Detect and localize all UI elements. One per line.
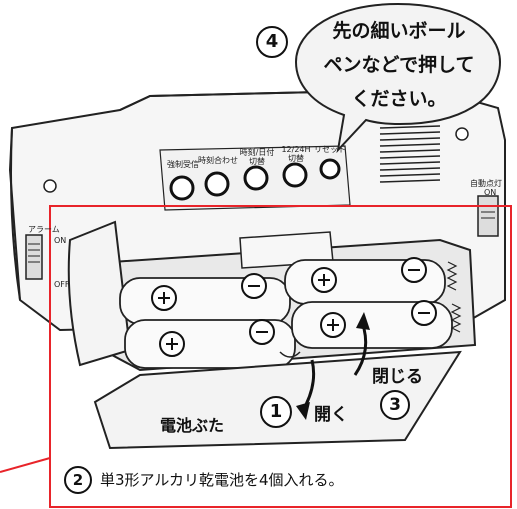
- step-3-marker: 3: [380, 390, 410, 420]
- plus-icon: [151, 267, 346, 357]
- auto-light-switch: [477, 195, 499, 237]
- callout-line-3: ください。: [351, 88, 447, 110]
- step-2-marker: 2: [64, 466, 92, 494]
- minus-icon: [241, 257, 437, 345]
- step-1-marker: 1: [260, 396, 292, 428]
- button-label-force-receive: 強制受信: [167, 160, 199, 169]
- callout-line-1: 先の細いボール: [332, 20, 466, 42]
- screw-hole-left: [43, 179, 57, 193]
- callout-text: 先の細いボール ペンなどで押して ください。: [306, 14, 492, 116]
- close-label: 閉じる: [372, 367, 423, 387]
- highlight-frame: [49, 205, 512, 508]
- button-label-time-set: 時刻合わせ: [198, 156, 238, 165]
- speaker-grille: [379, 125, 441, 183]
- alarm-on-label: ON: [54, 236, 67, 245]
- alarm-switch: [25, 234, 43, 280]
- auto-light-label: 自動点灯: [470, 179, 502, 188]
- auto-light-on-label: ON: [484, 188, 497, 197]
- open-label: 開く: [314, 405, 348, 425]
- button-label-12-24h-line1: 12/24H: [281, 145, 311, 154]
- cover-label: 電池ぶた: [160, 416, 225, 435]
- alarm-label: アラーム: [28, 225, 60, 234]
- screw-hole-right: [455, 127, 469, 141]
- alarm-off-label: OFF: [54, 280, 70, 289]
- button-label-12-24h-line2: 切替: [288, 154, 304, 163]
- callout-line-2: ペンなどで押して: [323, 54, 475, 76]
- button-label-time-date: 時刻/日付 切替: [238, 148, 276, 166]
- compartment-flap: [67, 220, 132, 367]
- button-label-time-date-line2: 切替: [249, 157, 265, 166]
- instruction-text: 単3形アルカリ乾電池を4個入れる。: [100, 471, 344, 489]
- button-label-time-date-line1: 時刻/日付: [239, 148, 275, 157]
- button-label-12-24h: 12/24H 切替: [278, 145, 314, 163]
- leader-line: [0, 457, 51, 473]
- button-knobs: [169, 158, 341, 201]
- button-label-reset: リセット: [314, 145, 346, 154]
- step-4-marker: 4: [256, 26, 288, 58]
- callout-bubble: [294, 2, 502, 154]
